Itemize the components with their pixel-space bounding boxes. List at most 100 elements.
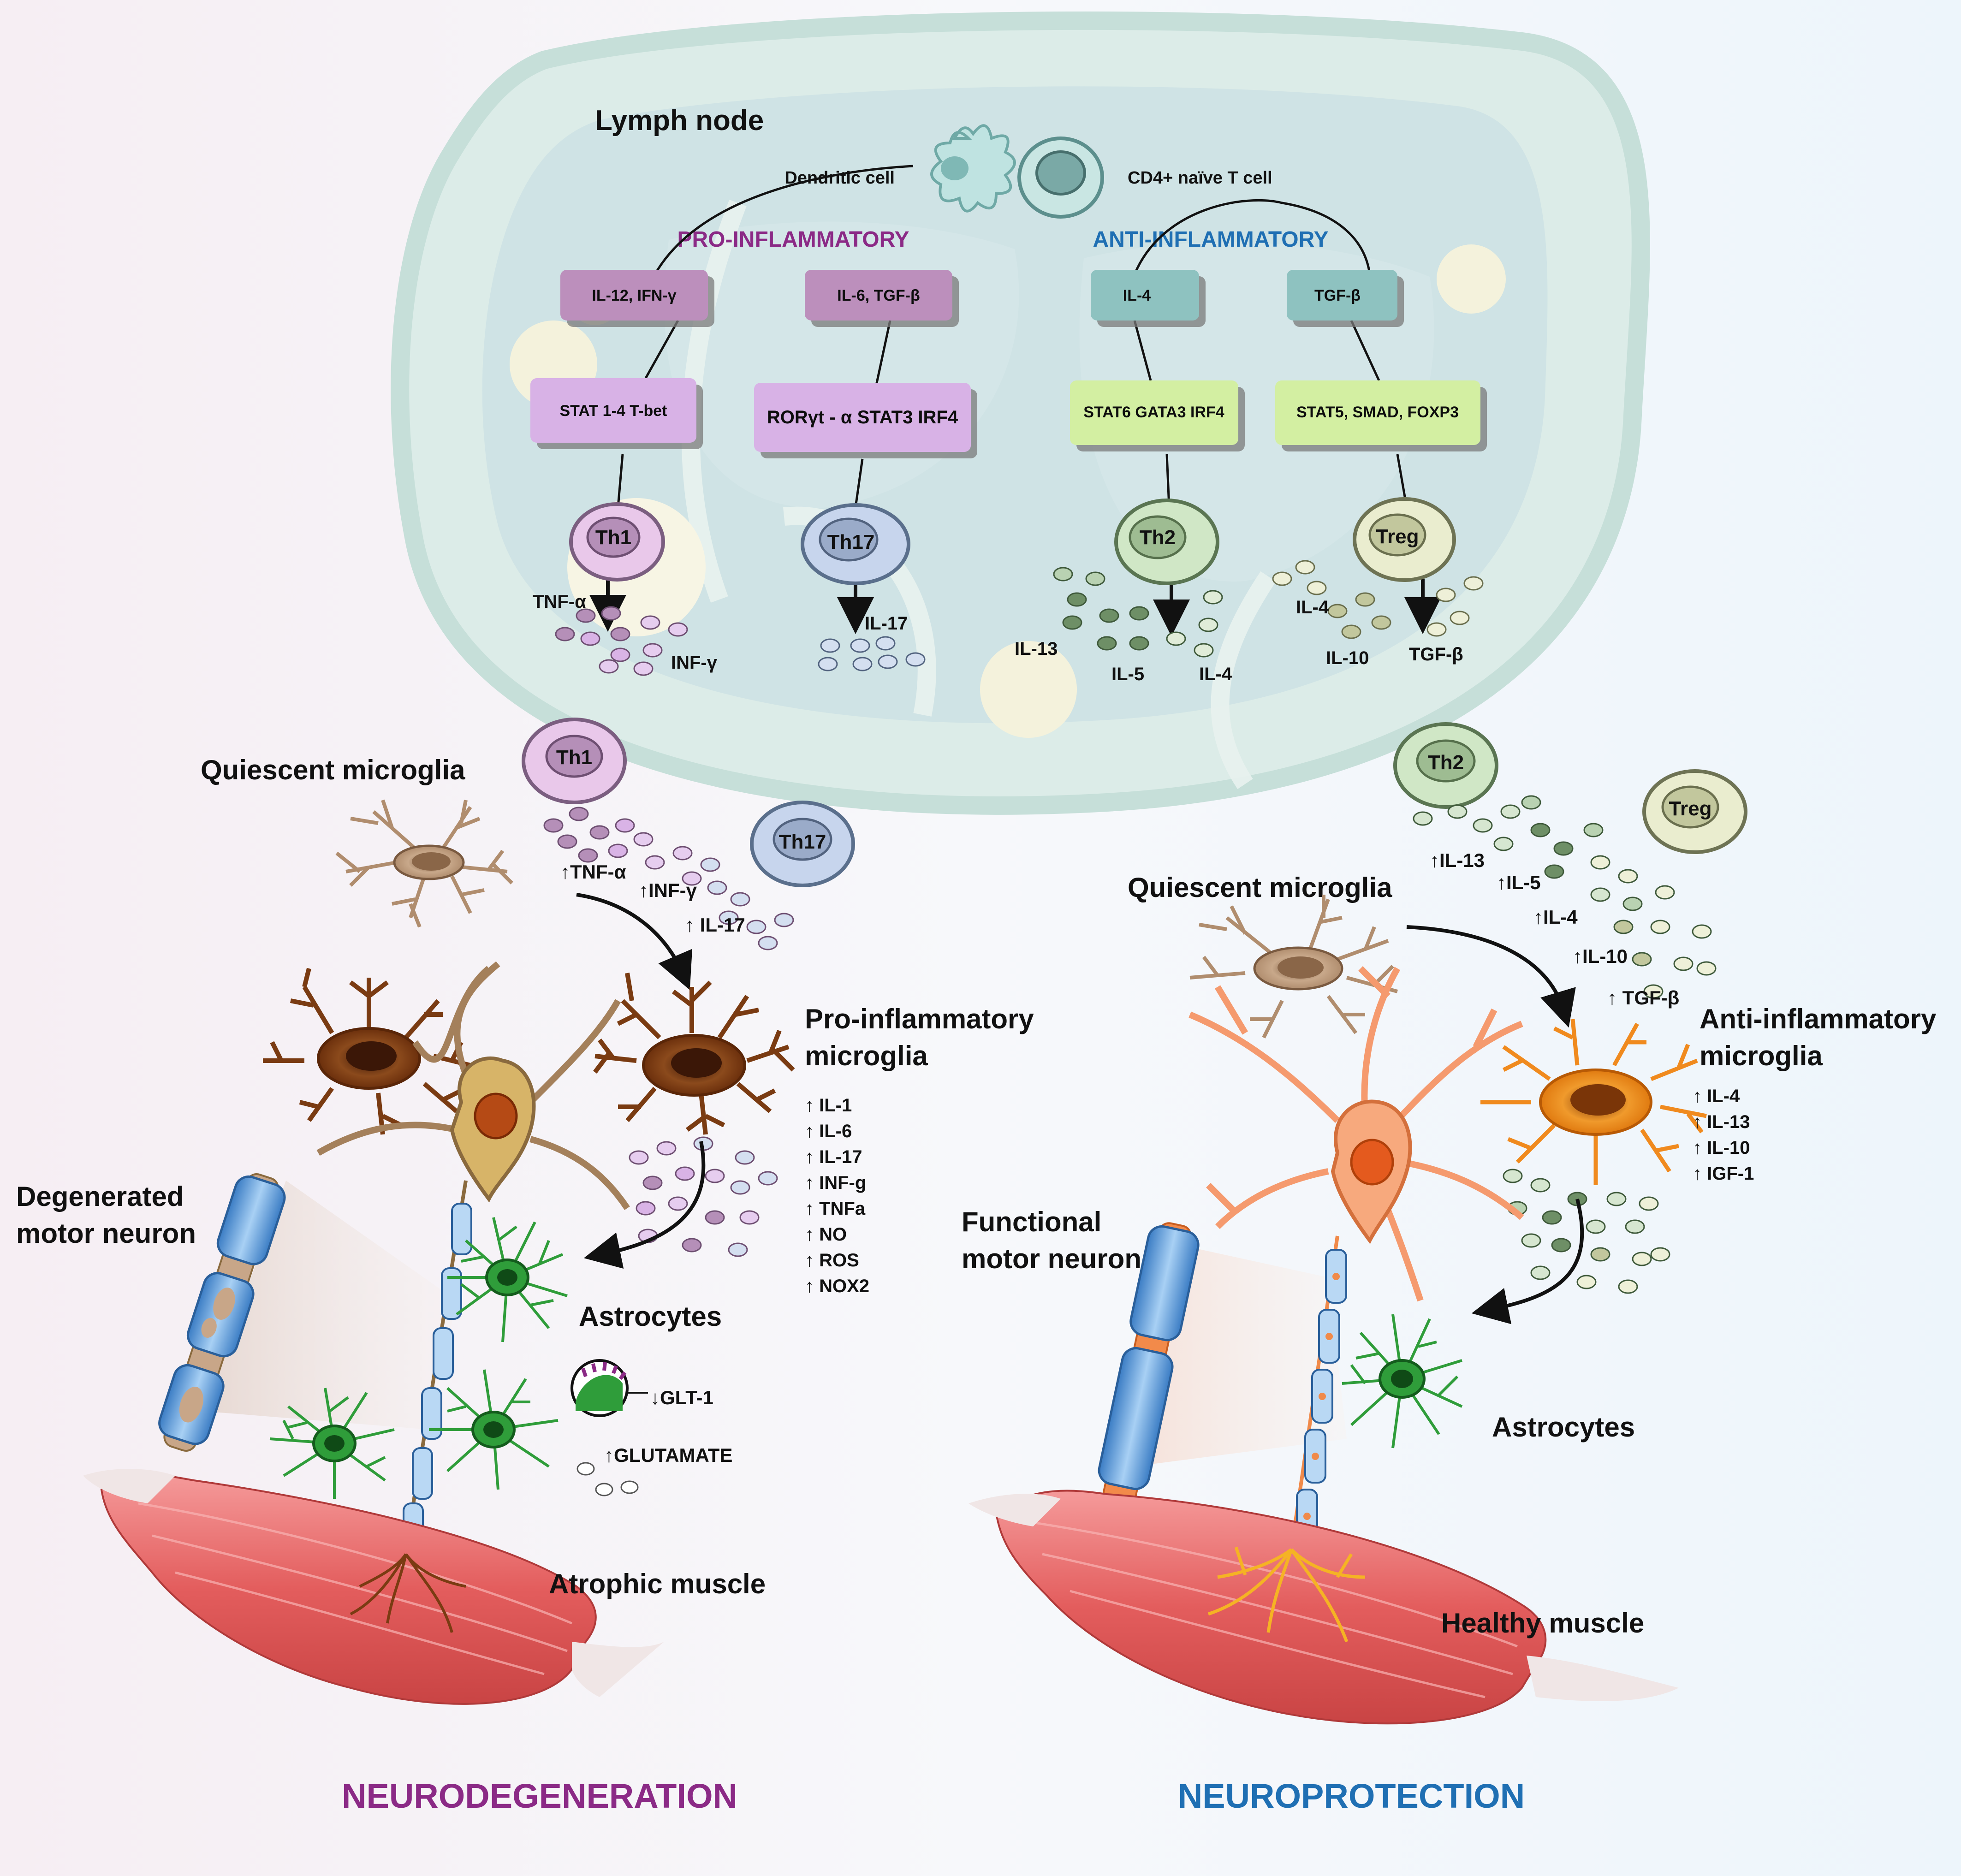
functional-neuron-body-icon — [1188, 966, 1524, 1302]
treg-output-tgfb: TGF-β — [1409, 644, 1463, 665]
th1-output-inf: INF-γ — [671, 653, 718, 673]
anti-inflammatory-microglia-icon — [1480, 1019, 1707, 1185]
degenerated-neuron-label-1: Degenerated — [16, 1181, 184, 1212]
left-astrocyte-icon — [269, 1388, 395, 1499]
left-magnified-axon-icon — [158, 1173, 286, 1452]
right-cytokine-particles — [1413, 795, 1717, 999]
glt1-label: ↓GLT-1 — [650, 1387, 713, 1408]
treg-cytokine-particles — [1272, 560, 1484, 639]
glt1-transporter-icon — [570, 1359, 629, 1417]
anti-list-item: ↑ IL-4 — [1693, 1086, 1740, 1106]
cytokine-box-il12: IL-12, IFN-γ — [560, 270, 708, 321]
pro-inflammatory-microglia-icon — [593, 973, 795, 1135]
pro-list-item: ↑ IL-6 — [805, 1121, 852, 1141]
left-th1-cell-icon: Th1 — [522, 718, 627, 804]
right-neuromuscular-junction-icon — [1207, 1546, 1366, 1643]
tf-box-label: STAT 1-4 T-bet — [560, 402, 667, 420]
functional-neuron-label-2: motor neuron — [962, 1243, 1141, 1274]
pro-microglia-cytokine-list: ↑ IL-1 ↑ IL-6 ↑ IL-17 ↑ INF-g ↑ TNFa ↑ N… — [805, 1095, 869, 1296]
dendritic-cell-icon — [930, 124, 1016, 213]
lymph-node-title: Lymph node — [595, 105, 764, 137]
left-secretion-arrow — [583, 1141, 706, 1269]
right-secretion-arrow — [1471, 1199, 1584, 1324]
anti-list-item: ↑ IL-13 — [1693, 1112, 1750, 1132]
cytokine-box-label: IL-6, TGF-β — [837, 287, 920, 304]
left-astrocyte-icon — [429, 1369, 559, 1490]
th2-cell-icon: Th2 — [1114, 499, 1219, 585]
th2-output-il4: IL-4 — [1199, 664, 1232, 684]
th1-cytokine-particles — [555, 606, 688, 676]
left-astrocytes-label: Astrocytes — [579, 1301, 722, 1332]
right-cytokine-il10: ↑IL-10 — [1573, 945, 1628, 967]
th17-output-il17: IL-17 — [865, 613, 908, 634]
th2-cytokine-particles — [1053, 567, 1223, 658]
treg-output-il4: IL-4 — [1296, 597, 1329, 617]
cytokine-box-il4: IL-4 — [1091, 270, 1199, 321]
treg-cell-label: Treg — [1376, 525, 1419, 548]
cytokine-box-label: IL-12, IFN-γ — [592, 287, 676, 304]
lymph-connectors — [617, 165, 1408, 508]
pro-list-item: ↑ TNFa — [805, 1199, 866, 1219]
pro-microglia-secretion-particles — [629, 1136, 778, 1257]
left-cytokine-il17: ↑ IL-17 — [685, 914, 745, 936]
right-th2-label: Th2 — [1428, 751, 1464, 774]
right-astrocyte-icon — [1342, 1314, 1463, 1449]
tf-box-label: STAT5, SMAD, FOXP3 — [1296, 404, 1459, 421]
cytokine-box-label: IL-4 — [1123, 287, 1151, 304]
tf-box-label: STAT6 GATA3 IRF4 — [1083, 404, 1224, 421]
left-th17-label: Th17 — [779, 831, 826, 853]
th2-output-il5: IL-5 — [1111, 664, 1144, 684]
degenerated-neuron-label-2: motor neuron — [16, 1218, 196, 1249]
left-quiescent-label: Quiescent microglia — [201, 754, 465, 785]
th1-output-tnf: TNF-α — [533, 592, 586, 612]
treg-output-il10: IL-10 — [1326, 648, 1369, 668]
th17-cytokine-particles — [818, 636, 926, 671]
degenerated-neuron-body-icon — [316, 961, 630, 1210]
neurodegeneration-footer: NEURODEGENERATION — [342, 1777, 737, 1815]
right-cytokine-tgfb: ↑ TGF-β — [1607, 987, 1679, 1009]
anti-list-item: ↑ IGF-1 — [1693, 1164, 1754, 1184]
right-treg-cell-icon: Treg — [1642, 769, 1747, 854]
functional-neuron-label-1: Functional — [962, 1206, 1101, 1237]
pro-list-item: ↑ IL-17 — [805, 1147, 862, 1167]
pro-inflammatory-header: PRO-INFLAMMATORY — [677, 227, 909, 252]
healthy-muscle-label: Healthy muscle — [1441, 1608, 1644, 1639]
right-magnified-axon-icon — [1098, 1222, 1200, 1507]
right-treg-label: Treg — [1669, 797, 1712, 820]
th1-cell-icon: Th1 — [569, 502, 665, 582]
pro-microglia-title-1: Pro-inflammatory — [805, 1003, 1034, 1034]
left-cytokine-tnf: ↑TNF-α — [560, 861, 626, 883]
right-th2-cell-icon: Th2 — [1393, 722, 1498, 809]
left-th1-label: Th1 — [556, 746, 592, 769]
left-neuromuscular-junction-icon — [350, 1553, 466, 1633]
pro-list-item: ↑ NO — [805, 1224, 847, 1245]
cytokine-box-il6: IL-6, TGF-β — [805, 270, 952, 321]
left-degenerated-axon-chain — [403, 1180, 472, 1550]
pro-list-item: ↑ NOX2 — [805, 1276, 869, 1296]
atrophic-muscle-icon — [83, 1469, 664, 1705]
left-cytokine-inf: ↑INF-γ — [639, 879, 697, 901]
left-cytokine-particles — [543, 807, 794, 950]
tf-box-label: RORγt - α STAT3 IRF4 — [767, 407, 958, 427]
tf-box-th17: RORγt - α STAT3 IRF4 — [754, 383, 971, 452]
left-quiescent-microglia-icon — [335, 799, 513, 928]
pro-microglia-title-2: microglia — [805, 1040, 928, 1071]
right-cytokine-il5: ↑IL-5 — [1497, 872, 1541, 893]
th17-cell-label: Th17 — [827, 531, 875, 553]
cytokine-box-tgfb: TGF-β — [1287, 270, 1397, 321]
left-th17-cell-icon: Th17 — [750, 801, 855, 887]
neuroprotection-footer: NEUROPROTECTION — [1178, 1777, 1525, 1815]
th1-cell-label: Th1 — [595, 526, 631, 549]
glutamate-label: ↑GLUTAMATE — [604, 1444, 732, 1466]
naive-t-cell-label: CD4+ naïve T cell — [1128, 168, 1272, 188]
dendritic-cell-label: Dendritic cell — [784, 168, 895, 188]
right-quiescent-microglia-icon — [1189, 895, 1398, 1039]
pro-list-item: ↑ INF-g — [805, 1173, 866, 1193]
right-astrocytes-label: Astrocytes — [1492, 1412, 1635, 1443]
anti-list-item: ↑ IL-10 — [1693, 1138, 1750, 1158]
atrophic-muscle-label: Atrophic muscle — [549, 1568, 766, 1599]
anti-microglia-title-1: Anti-inflammatory — [1700, 1003, 1937, 1034]
right-activation-arrow — [1406, 925, 1576, 1028]
naive-t-cell-icon — [1017, 137, 1104, 219]
